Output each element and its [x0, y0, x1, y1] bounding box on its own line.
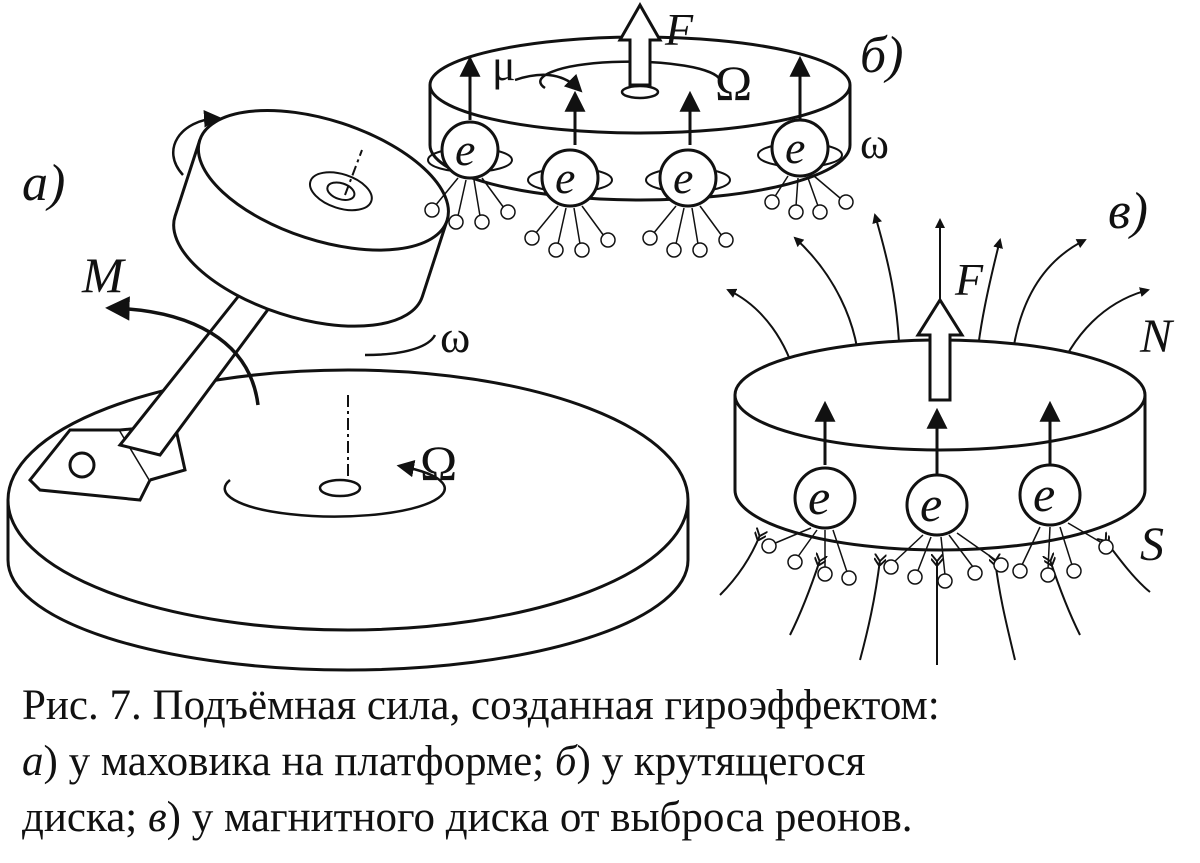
electron-label: e — [785, 122, 805, 173]
panel-v-magnetic-disk — [719, 213, 1151, 665]
symbol-omega-a: ω — [440, 311, 470, 362]
symbol-F-v: F — [954, 254, 984, 305]
symbol-M: M — [81, 247, 126, 303]
reon-group — [764, 175, 854, 220]
platform-top — [6, 368, 690, 632]
electron-label: e — [1033, 466, 1055, 522]
caption-line-1: Рис. 7. Подъёмная сила, созданная гироэф… — [22, 678, 1192, 734]
gyro-lift-diagram: а) M ω Ω e e e e — [6, 1, 1175, 672]
figure-caption: Рис. 7. Подъёмная сила, созданная гироэф… — [22, 678, 1192, 846]
symbol-Omega-a: Ω — [420, 435, 457, 491]
flywheel — [172, 109, 450, 328]
caption-line-3: диска; в) у магнитного диска от выброса … — [22, 790, 1192, 846]
caption-text: ) у маховика на платформе; — [43, 738, 555, 785]
reon-group — [883, 532, 1009, 589]
caption-text: диска; — [22, 794, 148, 841]
electron-label: e — [673, 152, 693, 203]
label-v: в) — [1108, 183, 1148, 240]
caption-item-a: а — [22, 738, 44, 785]
panel-b-spinning-disk — [427, 1, 852, 208]
electrons-v: e e e — [808, 466, 1055, 532]
reon-group — [424, 177, 516, 230]
symbol-F-b: F — [664, 4, 694, 55]
electron-label: e — [920, 476, 942, 532]
reon-group — [642, 205, 734, 258]
symbol-N: N — [1139, 310, 1175, 363]
reon-group — [524, 205, 616, 258]
label-b: б) — [860, 27, 903, 84]
electrons-b: e e e e — [455, 122, 805, 203]
symbol-omega-b: ω — [860, 119, 889, 168]
panel-a-flywheel-platform — [6, 109, 690, 672]
caption-item-b: б — [554, 738, 577, 785]
symbol-mu: μ — [492, 41, 516, 90]
electron-label: e — [555, 152, 575, 203]
reon-group — [761, 527, 857, 586]
caption-item-v: в — [148, 794, 167, 841]
reons-b — [424, 175, 854, 258]
caption-line-2: а) у маховика на платформе; б) у крутяще… — [22, 734, 1192, 790]
reon-group — [1012, 522, 1114, 583]
symbol-S: S — [1140, 518, 1164, 571]
caption-text: Рис. 7. Подъёмная сила, созданная гироэф… — [22, 682, 940, 729]
symbol-Omega-b: Ω — [715, 55, 752, 111]
force-arrow-v — [915, 297, 965, 402]
force-arrow-b — [617, 1, 663, 87]
label-a: а) — [22, 155, 65, 212]
caption-text: ) у магнитного диска от выброса реонов. — [166, 794, 913, 841]
reons-v — [761, 522, 1114, 589]
electron-label: e — [808, 469, 830, 525]
caption-text: ) у крутящегося — [576, 738, 866, 785]
electron-label: e — [455, 124, 475, 175]
